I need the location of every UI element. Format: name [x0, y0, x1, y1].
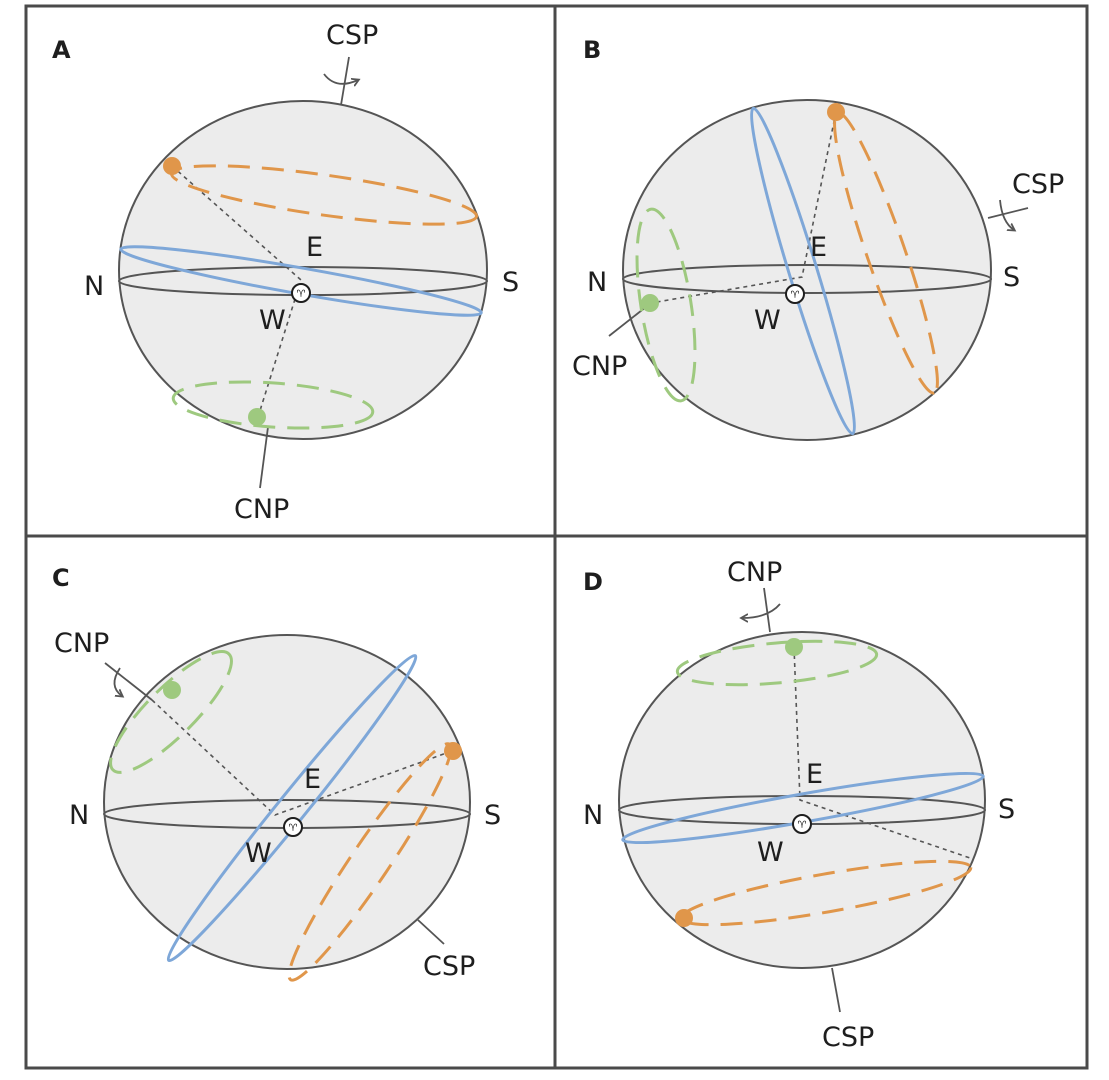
green-star-dot	[785, 638, 803, 656]
celestial-pole-axis	[171, 165, 302, 418]
horizon-circle	[622, 264, 992, 294]
rotation-arrow-icon	[999, 199, 1014, 230]
rotation-arrow-icon	[742, 603, 781, 618]
panel-d: D ♈ N S E W CNP CSP	[583, 557, 1015, 1053]
ecliptic-circle	[750, 106, 856, 436]
celestial-sphere	[622, 99, 992, 441]
orange-star-path	[833, 111, 939, 395]
cnp-pointer	[104, 662, 153, 701]
celestial-pole-axis	[151, 699, 453, 816]
south-label: S	[1003, 262, 1020, 293]
north-label: N	[583, 800, 603, 831]
orange-star-dot	[675, 909, 693, 927]
south-label: S	[484, 800, 501, 831]
green-star-dot	[163, 681, 181, 699]
green-star-path	[109, 650, 233, 774]
green-star-path	[635, 207, 697, 403]
orange-star-dot	[444, 742, 462, 760]
rotation-arrow-icon	[323, 73, 358, 84]
panel-label: D	[583, 568, 603, 596]
pole-bottom-label: CNP	[572, 351, 627, 382]
pole-bottom-label: CSP	[423, 951, 475, 982]
panel-label: B	[583, 36, 601, 64]
csp-pointer	[417, 919, 445, 945]
panel-label: A	[52, 36, 71, 64]
celestial-pole-axis	[793, 646, 971, 859]
green-star-dot	[248, 408, 266, 426]
pole-top-label: CSP	[1012, 169, 1064, 200]
panel-a: A ♈ N S E W CSP CNP	[52, 20, 519, 525]
panel-label: C	[52, 564, 70, 592]
green-star-dot	[641, 294, 659, 312]
celestial-pole-axis	[650, 111, 837, 304]
cnp-pointer	[763, 587, 771, 633]
east-label: E	[304, 764, 321, 795]
celestial-sphere	[103, 634, 471, 970]
csp-pointer	[987, 207, 1029, 219]
east-label: E	[806, 759, 823, 790]
west-label: W	[757, 837, 784, 868]
cnp-pointer	[259, 426, 269, 489]
vernal-equinox-icon	[785, 284, 805, 304]
west-label: W	[245, 838, 272, 869]
pole-top-label: CNP	[54, 628, 109, 659]
pole-bottom-label: CNP	[234, 494, 289, 525]
vernal-equinox-symbol: ♈	[289, 823, 298, 834]
csp-pointer	[340, 56, 350, 106]
orange-star-dot	[163, 157, 181, 175]
vernal-equinox-icon	[283, 817, 303, 837]
pole-bottom-label: CSP	[822, 1022, 874, 1053]
vernal-equinox-icon	[291, 283, 311, 303]
panel-c: C ♈ N S E W CNP CSP	[52, 564, 501, 982]
rotation-arrow-icon	[113, 667, 122, 696]
vernal-equinox-icon	[792, 814, 812, 834]
vernal-equinox-symbol: ♈	[798, 820, 807, 831]
east-label: E	[306, 232, 323, 263]
ecliptic-circle	[166, 653, 418, 963]
west-label: W	[259, 305, 286, 336]
pole-top-label: CSP	[326, 20, 378, 51]
csp-pointer	[831, 967, 841, 1013]
west-label: W	[754, 305, 781, 336]
orange-star-dot	[827, 103, 845, 121]
panel-b: B ♈ N S E W CSP CNP	[572, 36, 1064, 441]
vernal-equinox-symbol: ♈	[297, 289, 306, 300]
panel-frame	[24, 4, 1089, 1070]
pole-top-label: CNP	[727, 557, 782, 588]
orange-star-path	[679, 859, 973, 927]
vernal-equinox-symbol: ♈	[791, 290, 800, 301]
celestial-sphere	[118, 100, 488, 440]
green-star-path	[675, 639, 879, 687]
east-label: E	[810, 232, 827, 263]
south-label: S	[998, 794, 1015, 825]
green-star-path	[171, 380, 375, 430]
north-label: N	[84, 271, 104, 302]
north-label: N	[587, 267, 607, 298]
south-label: S	[502, 267, 519, 298]
north-label: N	[69, 800, 89, 831]
